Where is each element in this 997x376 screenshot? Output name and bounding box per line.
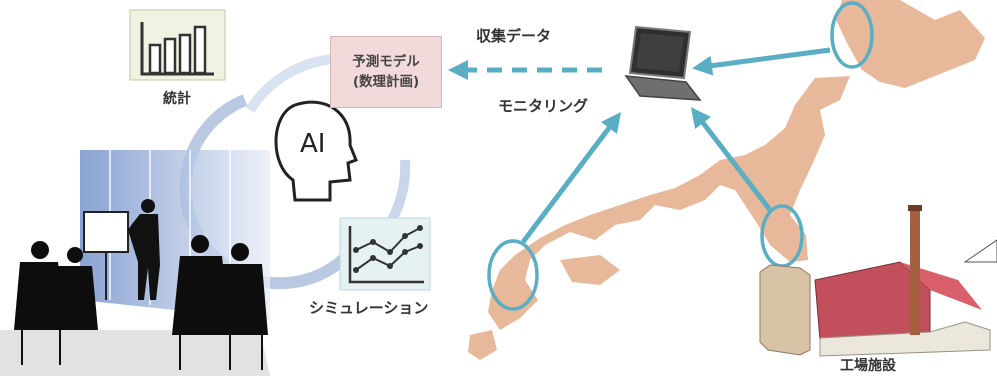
prediction-model-sublabel: (数理計画)	[352, 74, 420, 90]
prediction-model-box: 予測モデル (数理計画)	[330, 36, 442, 108]
simulation-label: シミュレーション	[309, 299, 429, 317]
factory-icon	[759, 205, 997, 357]
arrow-east-to-laptop	[690, 107, 772, 212]
region-circle-north	[830, 1, 874, 69]
ai-text: AI	[300, 129, 325, 159]
arrow-west-to-laptop	[521, 112, 622, 244]
region-circle-west	[487, 239, 539, 311]
meeting-silhouette	[0, 150, 270, 376]
factory-label: 工場施設	[840, 358, 896, 374]
japan-map	[468, 0, 985, 360]
arrow-north-to-laptop	[692, 47, 831, 76]
bar-chart-icon	[129, 9, 226, 81]
prediction-model-label: 予測モデル	[352, 54, 420, 70]
monitoring-label: モニタリング	[498, 97, 589, 115]
laptop-icon	[624, 25, 702, 101]
collected-data-label: 収集データ	[476, 27, 552, 45]
line-chart-icon	[339, 217, 431, 291]
stats-label: 統計	[163, 91, 191, 107]
